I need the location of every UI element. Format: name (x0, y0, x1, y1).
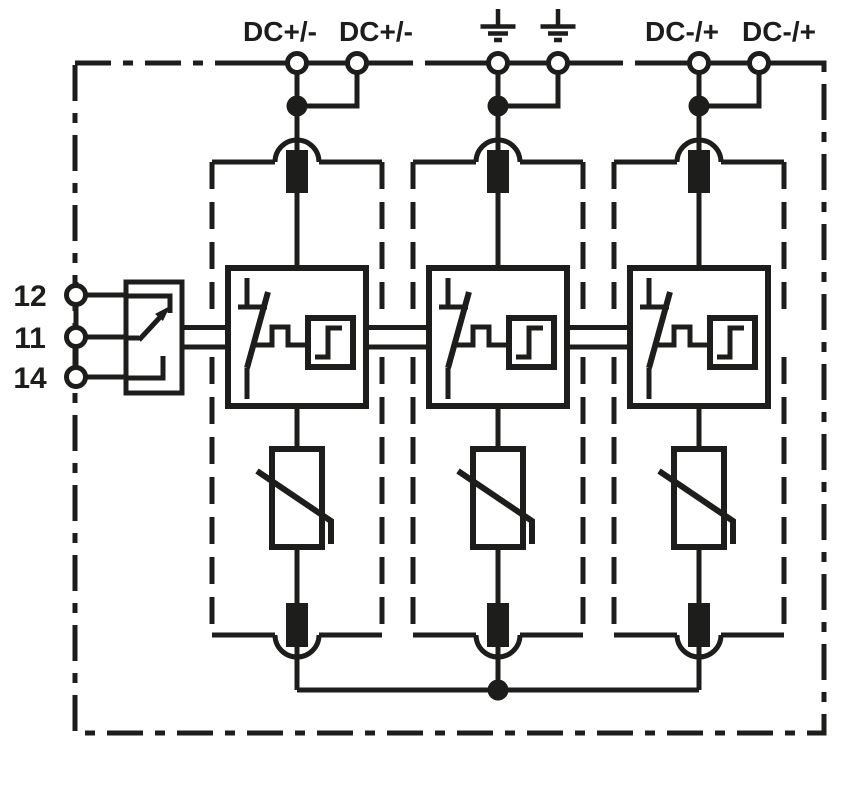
contact-14-lead (126, 356, 166, 381)
terminal-pair-earth (488, 54, 568, 153)
contact-blade (137, 312, 165, 342)
terminal-label-dc1: DC+/- (243, 16, 317, 47)
contact-12-lead (126, 293, 173, 313)
earth-ground-icon (541, 9, 576, 40)
remote-terminal-label-12: 12 (13, 280, 46, 313)
screw-terminal-icon (64, 325, 88, 349)
terminal-label-dc2: DC+/- (339, 16, 413, 47)
remote-terminal-label-14: 14 (13, 362, 47, 395)
signal-bus-line (567, 325, 630, 350)
changeover-contact-box (123, 279, 185, 396)
remote-terminal-label-11: 11 (14, 322, 46, 355)
contact-blade-arrow (155, 306, 170, 321)
contact-box (123, 279, 185, 396)
signal-bus-line (182, 325, 228, 350)
protection-module-1 (212, 140, 382, 690)
signal-bus-line (366, 325, 429, 350)
protection-module-2 (413, 140, 583, 690)
screw-terminal-icon (64, 365, 88, 389)
remote-terminal-wires (85, 292, 126, 380)
terminal-pair-dc-minus-plus (689, 54, 769, 153)
terminal-label-dc4: DC-/+ (742, 16, 816, 47)
screw-terminal-icon (64, 283, 88, 307)
protection-module-3 (614, 140, 784, 690)
terminal-pair-dc-plus-minus (287, 54, 367, 153)
earth-ground-icon (481, 9, 516, 40)
terminal-label-dc3: DC-/+ (645, 16, 719, 47)
